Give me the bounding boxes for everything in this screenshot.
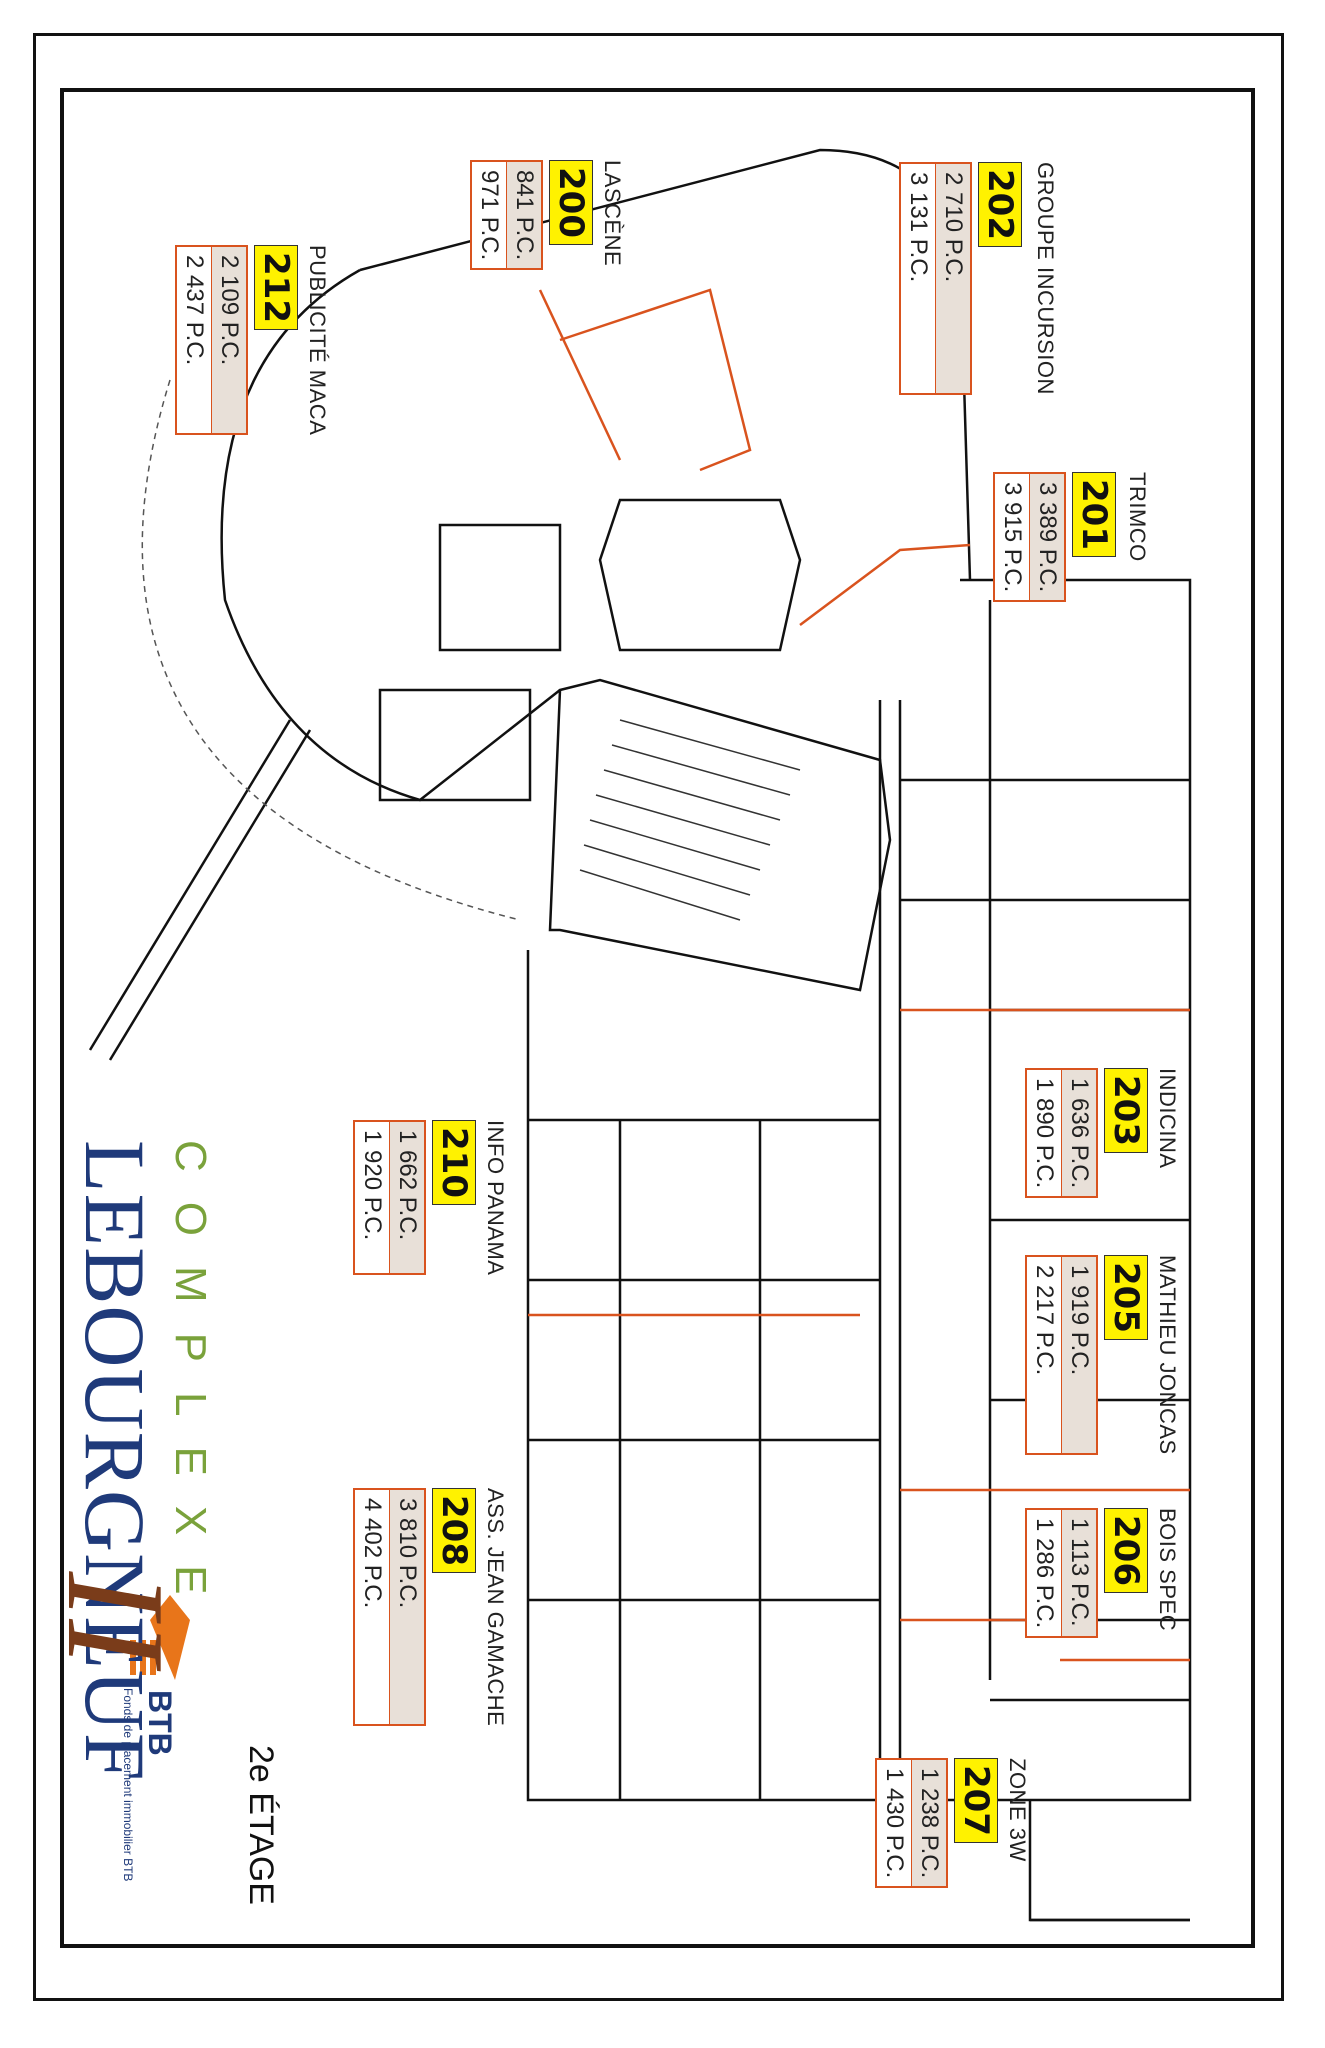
btb-logo-name: BTB	[142, 1690, 178, 1756]
suite-205-tenant: MATHIEU JONCAS	[1155, 1255, 1180, 1455]
suite-210-tag: 210	[432, 1120, 476, 1205]
suite-205-area: 1 919 P.C. 2 217 P.C.	[1025, 1255, 1098, 1455]
suite-202[interactable]: GROUPE INCURSION 202 2 710 P.C. 3 131 P.…	[899, 162, 1058, 395]
suite-206-area: 1 113 P.C. 1 286 P.C.	[1025, 1508, 1098, 1639]
suite-205-pc-rentable: 2 217 P.C.	[1031, 1265, 1058, 1376]
suite-201-pc-rentable: 3 915 P.C.	[999, 482, 1026, 593]
suite-208-tag: 208	[432, 1488, 476, 1573]
suite-203-tenant: INDICINA	[1155, 1068, 1180, 1169]
suite-200-tenant: LASCÈNE	[600, 160, 625, 267]
suite-212-tag: 212	[254, 245, 298, 330]
suite-207-pc-usable: 1 238 P.C.	[911, 1760, 946, 1887]
suite-202-tag: 202	[978, 162, 1022, 247]
suite-208-area: 3 810 P.C. 4 402 P.C.	[353, 1488, 426, 1727]
btb-logo-subtitle: Fonds de placement immobilier BTB	[121, 1688, 135, 1882]
suite-202-pc-rentable: 3 131 P.C.	[905, 172, 932, 283]
suite-200[interactable]: LASCÈNE 200 841 P.C. 971 P.C.	[470, 160, 625, 271]
suite-203-area: 1 636 P.C. 1 890 P.C.	[1025, 1068, 1098, 1199]
suite-212-area: 2 109 P.C. 2 437 P.C.	[175, 245, 248, 436]
suite-210-area: 1 662 P.C. 1 920 P.C.	[353, 1120, 426, 1276]
btb-subtitle-wrap: Fonds de placement immobilier BTB	[121, 1688, 135, 1881]
suite-207-tenant: ZONE 3W	[1005, 1758, 1030, 1862]
suite-200-pc-rentable: 971 P.C.	[476, 170, 503, 261]
btb-logo: BTB	[141, 1690, 178, 1756]
suite-203[interactable]: INDICINA 203 1 636 P.C. 1 890 P.C.	[1025, 1068, 1180, 1199]
suite-210-tenant: INFO PANAMA	[483, 1120, 508, 1276]
logo-name-text: LEBOURGNEUF	[67, 1140, 163, 1782]
suite-210-pc-usable: 1 662 P.C.	[389, 1122, 424, 1274]
suite-205-tag: 205	[1104, 1255, 1148, 1340]
suite-210[interactable]: INFO PANAMA 210 1 662 P.C. 1 920 P.C.	[353, 1120, 508, 1276]
suite-207[interactable]: ZONE 3W 207 1 238 P.C. 1 430 P.C.	[875, 1758, 1030, 1889]
suite-200-area: 841 P.C. 971 P.C.	[470, 160, 543, 271]
suite-212[interactable]: PUBLICITÉ MACA 212 2 109 P.C. 2 437 P.C.	[175, 245, 330, 436]
suite-207-area: 1 238 P.C. 1 430 P.C.	[875, 1758, 948, 1889]
suite-206-pc-rentable: 1 286 P.C.	[1031, 1518, 1058, 1629]
suite-206-pc-usable: 1 113 P.C.	[1061, 1510, 1096, 1637]
btb-logo-mark	[130, 1595, 190, 1680]
suite-212-pc-rentable: 2 437 P.C.	[181, 255, 208, 366]
suite-206-tag: 206	[1104, 1508, 1148, 1593]
suite-205[interactable]: MATHIEU JONCAS 205 1 919 P.C. 2 217 P.C.	[1025, 1255, 1180, 1455]
suite-208-pc-usable: 3 810 P.C.	[389, 1490, 424, 1725]
suite-205-pc-usable: 1 919 P.C.	[1061, 1257, 1096, 1453]
suite-201-pc-usable: 3 389 P.C.	[1029, 474, 1064, 601]
suite-200-tag: 200	[549, 160, 593, 245]
suite-208-pc-rentable: 4 402 P.C.	[359, 1498, 386, 1609]
suite-203-pc-rentable: 1 890 P.C.	[1031, 1078, 1058, 1189]
suite-201-area: 3 389 P.C. 3 915 P.C.	[993, 472, 1066, 603]
suite-202-tenant: GROUPE INCURSION	[1033, 162, 1058, 395]
suite-201-tag: 201	[1072, 472, 1116, 557]
suite-207-tag: 207	[954, 1758, 998, 1843]
suite-202-area: 2 710 P.C. 3 131 P.C.	[899, 162, 972, 395]
suite-206-tenant: BOIS SPEC	[1155, 1508, 1180, 1632]
suite-201-tenant: TRIMCO	[1125, 472, 1150, 562]
logo-numeral: II	[38, 1571, 193, 1667]
suite-202-pc-usable: 2 710 P.C.	[935, 164, 970, 393]
inner-frame	[60, 88, 1255, 1948]
suite-212-tenant: PUBLICITÉ MACA	[305, 245, 330, 436]
suite-206[interactable]: BOIS SPEC 206 1 113 P.C. 1 286 P.C.	[1025, 1508, 1180, 1639]
suite-212-pc-usable: 2 109 P.C.	[211, 247, 246, 434]
outer-frame	[33, 33, 1284, 2001]
suite-203-tag: 203	[1104, 1068, 1148, 1153]
complexe-logo: COMPLEXE LEBOURGNEUF II	[38, 1140, 215, 1782]
floor-label: 2e ÉTAGE	[242, 1745, 280, 1905]
suite-208[interactable]: ASS. JEAN GAMACHE 208 3 810 P.C. 4 402 P…	[353, 1488, 508, 1727]
suite-200-pc-usable: 841 P.C.	[506, 162, 541, 269]
suite-208-tenant: ASS. JEAN GAMACHE	[483, 1488, 508, 1727]
suite-210-pc-rentable: 1 920 P.C.	[359, 1130, 386, 1241]
suite-203-pc-usable: 1 636 P.C.	[1061, 1070, 1096, 1197]
suite-207-pc-rentable: 1 430 P.C.	[881, 1768, 908, 1879]
suite-201[interactable]: TRIMCO 201 3 389 P.C. 3 915 P.C.	[993, 472, 1150, 603]
